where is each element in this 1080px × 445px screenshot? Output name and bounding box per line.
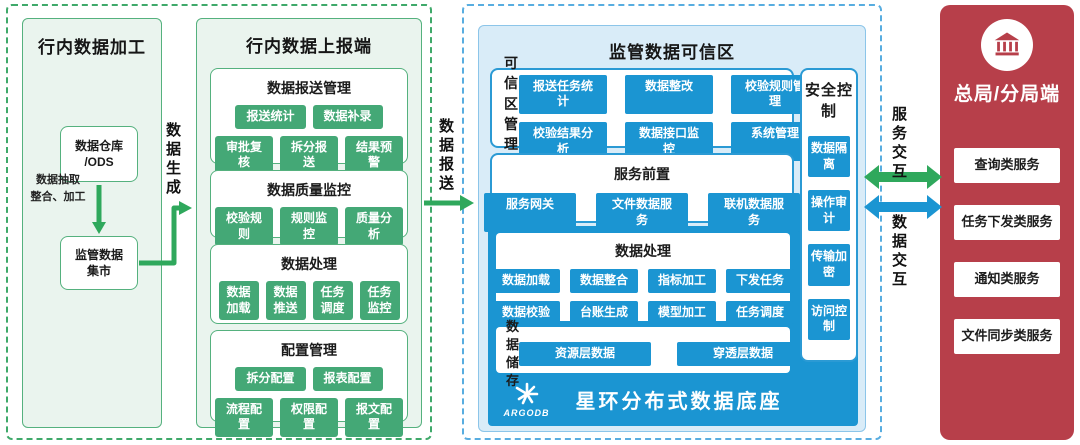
bank-icon-circle [981,19,1033,71]
chip: 模型加工 [648,300,716,325]
chip: 数据补录 [312,105,383,129]
tz-data-storage-label: 数据储存 [506,318,520,389]
trusted-zone-title: 监管数据可信区 [609,43,735,62]
chip: 文件数据服务 [596,193,688,233]
tz-data-processing-box: 数据处理 数据加载数据整合指标加工下发任务数据校验台账生成模型加工任务调度 [492,233,794,325]
chip: 结果预警 [345,135,403,175]
trusted-zone-group-frame [462,4,882,440]
regulatory-data-mart-node: 监管数据 集市 [60,236,138,290]
module-title: 数据处理 [281,256,337,272]
chip: 指标加工 [648,269,716,293]
chip: 任务监控 [359,281,400,321]
chip: 审批复核 [215,135,273,175]
data-report-label: 数据报送 [437,118,454,194]
chip: 传输加密 [808,244,850,286]
tz-data-storage-chips: 资源层数据 穿透层数据 [519,342,810,366]
chip: 数据整合 [570,269,638,293]
module-chips: 报送统计数据补录审批复核拆分报送结果预警 [215,105,403,175]
chip: 服务网关 [484,193,576,233]
platform-title: 星环分布式数据底座 [575,390,783,413]
module-data-quality: 数据质量监控 校验规则规则监控质量分析 [210,170,408,247]
platform-footer: ARGODB 星环分布式数据底座 [496,378,790,420]
service-front-title: 服务前置 [614,166,670,182]
bureau-title: 总局/分局端 [953,84,1061,105]
chip: 数据加载 [492,269,560,293]
chip: 穿透层数据 [677,342,810,366]
bank-icon [994,32,1020,56]
module-title: 数据报送管理 [267,80,351,96]
in-bank-processing-panel: 行内数据加工 [22,18,162,428]
chip: 报表配置 [312,367,383,391]
bank-side-group-frame [6,4,432,440]
module-chips: 校验规则规则监控质量分析 [215,207,403,247]
chip: 任务下发类服务 [954,204,1060,240]
chip: 流程配置 [215,397,273,437]
in-bank-processing-title: 行内数据加工 [38,38,146,57]
chip: 任务调度 [726,300,794,325]
chip: 数据加载 [218,281,259,321]
chip: 下发任务 [726,269,794,293]
tz-data-storage-box: 数据储存 资源层数据 穿透层数据 [496,319,810,388]
chip: 查询类服务 [954,148,1060,183]
bureau-service-list: 查询类服务任务下发类服务通知类服务文件同步类服务 [940,148,1074,354]
chip: 资源层数据 [519,342,652,366]
etl-arrow-label: 数据抽取 整合、加工 [30,174,86,203]
security-control-title: 安全控制 [804,82,853,120]
chip: 报文配置 [345,397,403,437]
argodb-starburst-icon [515,382,538,404]
module-config-mgmt: 配置管理 拆分配置报表配置流程配置权限配置报文配置 [210,330,408,437]
module-data-report-mgmt: 数据报送管理 报送统计数据补录审批复核拆分报送结果预警 [210,68,408,175]
module-chips: 拆分配置报表配置流程配置权限配置报文配置 [215,367,403,437]
chip: 通知类服务 [954,261,1060,297]
service-exchange-label: 服务交互 [890,106,907,182]
tz-data-processing-chips: 数据加载数据整合指标加工下发任务数据校验台账生成模型加工任务调度 [492,269,794,325]
chip: 数据隔离 [808,136,850,178]
security-control-chips: 数据隔离操作审计传输加密访问控制 [802,136,856,340]
chip: 质量分析 [345,207,403,247]
module-title: 数据质量监控 [267,182,351,198]
chip: 联机数据服务 [708,193,800,233]
trusted-console-label: 可信区管理端 [504,55,519,172]
module-title: 配置管理 [281,342,337,358]
service-front-chips: 服务网关文件数据服务联机数据服务 [484,193,800,233]
chip: 数据推送 [265,281,306,321]
trusted-console-chips: 报送任务统计数据整改校验规则管理校验结果分析数据接口监控系统管理 [519,67,819,162]
chip: 访问控制 [808,298,850,340]
chip: 拆分配置 [235,367,306,391]
data-exchange-label: 数据交互 [890,214,907,290]
chip: 任务调度 [312,281,353,321]
in-bank-reporting-title: 行内数据上报端 [246,37,372,56]
chip: 校验规则 [215,207,273,247]
tz-data-processing-title: 数据处理 [615,243,671,259]
chip: 台账生成 [570,300,638,325]
chip: 数据校验 [492,300,560,325]
chip: 规则监控 [280,207,338,247]
bureau-panel: 总局/分局端 查询类服务任务下发类服务通知类服务文件同步类服务 [940,5,1074,440]
chip: 报送统计 [235,105,306,129]
data-generation-label: 数据生成 [164,122,181,198]
chip: 权限配置 [280,397,338,437]
chip: 文件同步类服务 [954,318,1060,354]
chip: 操作审计 [808,190,850,232]
data-warehouse-node: 数据仓库 /ODS [60,126,138,182]
security-control-box: 安全控制 数据隔离操作审计传输加密访问控制 [800,68,858,362]
chip: 报送任务统计 [519,74,607,114]
chip: 拆分报送 [280,135,338,175]
service-front-box: 服务前置 服务网关文件数据服务联机数据服务 [484,153,800,233]
module-chips: 数据加载数据推送任务调度任务监控 [215,281,403,321]
chip: 数据整改 [625,74,713,114]
argodb-logo: ARGODB [504,381,550,418]
module-data-processing: 数据处理 数据加载数据推送任务调度任务监控 [210,244,408,324]
argodb-logo-text: ARGODB [503,407,550,418]
